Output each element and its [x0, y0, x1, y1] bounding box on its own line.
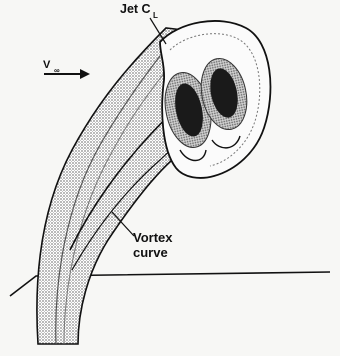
vortex-curve-label: Vortex curve [133, 230, 173, 260]
jet-centerline-subscript: L [153, 11, 158, 20]
jet-centerline-label: Jet C [120, 2, 151, 16]
vortex-label-line-2: curve [133, 245, 168, 260]
freestream-velocity-subscript: ∞ [54, 66, 60, 75]
freestream-velocity-label: V [43, 58, 50, 72]
freestream-arrowhead [80, 69, 90, 79]
vortex-label-line-1: Vortex [133, 230, 173, 245]
